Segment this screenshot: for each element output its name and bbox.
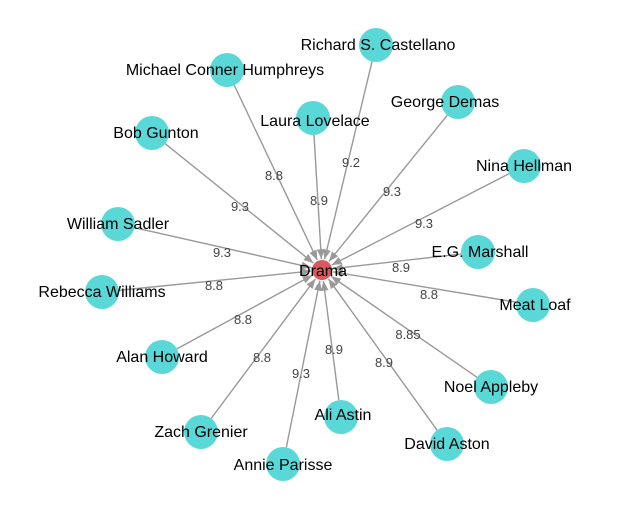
edge-weight-rebecca-williams: 8.8	[205, 278, 223, 293]
node-annie-parisse[interactable]	[266, 447, 300, 481]
edge-george-demas	[328, 114, 448, 262]
edge-noel-appleby	[330, 275, 478, 378]
edge-weight-richard-s-castellano: 9.2	[342, 155, 360, 170]
node-label-ali-astin: Ali Astin	[315, 407, 372, 424]
node-william-sadler[interactable]	[101, 207, 135, 241]
edge-labels-layer: 9.28.88.99.39.39.39.38.98.88.88.88.858.9…	[205, 155, 438, 381]
edge-weight-zach-grenier: 8.8	[253, 350, 271, 365]
edge-alan-howard	[176, 274, 313, 350]
node-michael-conner-humphreys[interactable]	[210, 53, 244, 87]
edge-bob-gunton	[164, 143, 314, 264]
edge-michael-conner-humphreys	[233, 85, 318, 261]
edge-weight-noel-appleby: 8.85	[395, 327, 420, 342]
node-label-david-aston: David Aston	[404, 436, 489, 453]
edge-weight-laura-lovelace: 8.9	[310, 193, 328, 208]
node-nina-hellman[interactable]	[507, 149, 541, 183]
edge-rebecca-williams	[118, 268, 312, 292]
edge-e-g-marshall	[332, 253, 462, 272]
edge-richard-s-castellano	[323, 61, 373, 260]
edge-william-sadler	[134, 227, 312, 270]
node-label-noel-appleby: Noel Appleby	[444, 379, 538, 396]
node-label-rebecca-williams: Rebecca Williams	[38, 284, 165, 301]
node-david-aston[interactable]	[430, 427, 464, 461]
edge-david-aston	[327, 278, 438, 431]
edge-meat-loaf	[332, 269, 517, 303]
node-e-g-marshall[interactable]	[461, 235, 495, 269]
node-label-william-sadler: William Sadler	[67, 216, 170, 233]
edges-layer	[118, 61, 517, 448]
node-label-george-demas: George Demas	[391, 94, 500, 111]
edge-weight-william-sadler: 9.3	[213, 245, 231, 260]
node-alan-howard[interactable]	[145, 340, 179, 374]
edge-zach-grenier	[210, 278, 316, 419]
edge-weight-meat-loaf: 8.8	[420, 287, 438, 302]
edge-weight-annie-parisse: 9.3	[292, 366, 310, 381]
edge-ali-astin	[320, 280, 340, 401]
node-label-richard-s-castellano: Richard S. Castellano	[301, 37, 456, 54]
node-label-zach-grenier: Zach Grenier	[154, 424, 248, 441]
node-label-nina-hellman: Nina Hellman	[476, 158, 572, 175]
node-rebecca-williams[interactable]	[85, 275, 119, 309]
edge-weight-alan-howard: 8.8	[234, 312, 252, 327]
node-meat-loaf[interactable]	[516, 288, 550, 322]
node-noel-appleby[interactable]	[474, 370, 508, 404]
node-bob-gunton[interactable]	[135, 116, 169, 150]
node-label-meat-loaf: Meat Loaf	[499, 297, 571, 314]
node-ali-astin[interactable]	[324, 400, 358, 434]
edge-weight-ali-astin: 8.9	[325, 342, 343, 357]
edge-weight-bob-gunton: 9.3	[231, 199, 249, 214]
edge-weight-nina-hellman: 9.3	[415, 216, 433, 231]
node-richard-s-castellano[interactable]	[359, 28, 393, 62]
edge-weight-e-g-marshall: 8.9	[392, 260, 410, 275]
node-label-laura-lovelace: Laura Lovelace	[260, 113, 370, 130]
edge-weight-michael-conner-humphreys: 8.8	[265, 168, 283, 183]
edge-annie-parisse	[285, 280, 322, 448]
edge-weight-george-demas: 9.3	[383, 184, 401, 199]
node-center-drama[interactable]	[312, 260, 332, 280]
edge-laura-lovelace	[313, 134, 325, 260]
node-laura-lovelace[interactable]	[296, 101, 330, 135]
node-label-alan-howard: Alan Howard	[116, 349, 208, 366]
node-label-e-g-marshall: E.G. Marshall	[432, 244, 529, 261]
node-label-center: Drama	[299, 263, 347, 280]
node-zach-grenier[interactable]	[184, 415, 218, 449]
node-label-annie-parisse: Annie Parisse	[234, 457, 333, 474]
nodes-layer	[85, 28, 550, 481]
edge-nina-hellman	[331, 173, 510, 266]
edge-weight-david-aston: 8.9	[375, 355, 393, 370]
node-label-bob-gunton: Bob Gunton	[113, 125, 198, 142]
node-label-michael-conner-humphreys: Michael Conner Humphreys	[126, 62, 324, 79]
node-george-demas[interactable]	[441, 85, 475, 119]
